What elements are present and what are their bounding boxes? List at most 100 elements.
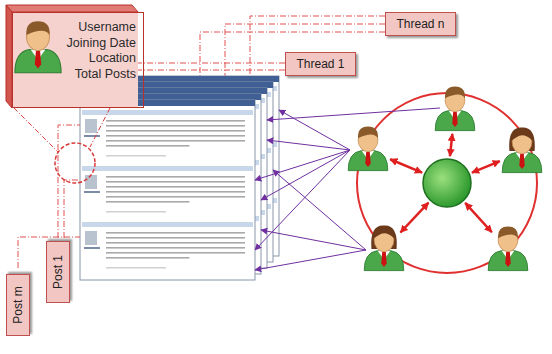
user-body (15, 50, 61, 73)
callout-front-face (12, 12, 138, 108)
post-user-bar (84, 191, 100, 193)
user-head (512, 130, 532, 153)
user-tie (381, 252, 386, 267)
leader-line (200, 32, 385, 76)
thread-label-text: Thread n (396, 17, 445, 31)
user-profile-callout-text: Location (13, 51, 136, 67)
authorship-arrow (267, 140, 350, 150)
thread-label: Thread 1 (285, 52, 356, 76)
user-head (374, 228, 394, 251)
post-user-bar (84, 135, 100, 137)
user-icon (364, 226, 404, 271)
forum-page (80, 100, 255, 280)
post-text-line (106, 237, 245, 239)
zoom-line (90, 108, 110, 147)
post-label-text: Post 1 (51, 252, 65, 292)
post-arrows (255, 108, 440, 270)
post-text-line (106, 196, 245, 198)
post-text-line (106, 247, 245, 249)
page-sheet (80, 100, 255, 280)
authorship-arrow (255, 150, 350, 180)
interaction-arrow (472, 161, 500, 173)
post-text-line (106, 252, 245, 254)
post-avatar (85, 175, 97, 189)
leader-line (250, 16, 385, 76)
post-user-bar (84, 247, 100, 249)
user-profile-callout-text: Joining Date (13, 36, 136, 52)
user-icon (502, 128, 542, 173)
user-hair (26, 21, 49, 35)
user-network (348, 87, 542, 274)
post-footer (106, 211, 166, 213)
post-header (82, 110, 253, 115)
callout-box-art (6, 5, 138, 183)
authorship-arrow (279, 110, 350, 150)
post-text-line (106, 176, 245, 178)
post-text-line (106, 140, 245, 142)
user-tie (365, 152, 370, 167)
authorship-arrow (261, 230, 366, 250)
authorship-arrow (255, 150, 350, 250)
authorship-arrow (267, 108, 440, 120)
interaction-arrow (400, 203, 428, 233)
post-header (82, 166, 253, 171)
user-body (435, 111, 475, 131)
post-text-line (106, 186, 245, 188)
post-text-line (106, 257, 189, 259)
user-body (488, 251, 528, 271)
post-text-line (106, 191, 245, 193)
thread-label-text: Thread 1 (296, 57, 345, 71)
callout-top-face (6, 5, 138, 12)
user-tie (452, 112, 457, 127)
post-header (82, 222, 253, 227)
user-hair (358, 127, 378, 139)
user-icon (15, 21, 61, 72)
interaction-arrow (450, 134, 452, 156)
community-hub (423, 159, 471, 207)
authorship-arrow (255, 250, 366, 270)
user-hair (374, 227, 394, 238)
post-label-text: Post m (11, 285, 25, 325)
user-icon (435, 87, 475, 131)
post-avatar (85, 231, 97, 245)
user-body (348, 151, 388, 171)
user-profile-callout-text: Total Posts (13, 67, 136, 83)
authorship-arrow (273, 170, 366, 250)
post-text-line (106, 181, 245, 183)
interaction-arrow (390, 159, 422, 172)
post-text-line (106, 232, 245, 234)
user-tie (505, 252, 510, 267)
post-text-line (106, 201, 189, 203)
post-text-line (106, 145, 189, 147)
user-hair (498, 227, 518, 239)
user-body (502, 153, 542, 173)
zoom-line (14, 108, 58, 152)
post-text-line (106, 135, 245, 137)
user-hair (512, 129, 532, 140)
post-text-line (106, 130, 245, 132)
user-body (364, 251, 404, 271)
authorship-arrow (261, 150, 350, 200)
user-tie (35, 51, 41, 69)
post-text-line (106, 242, 245, 244)
leader-line (64, 180, 80, 238)
post-footer (106, 155, 166, 157)
interaction-arrow (465, 203, 492, 232)
zoom-circle (55, 143, 95, 183)
post-avatar (85, 119, 97, 133)
post-label: Post m (6, 274, 30, 336)
user-profile-callout: UsernameJoining DateLocationTotal Posts (12, 12, 144, 108)
user-icon (488, 227, 528, 271)
user-profile-callout-text: Username (13, 20, 136, 36)
post-footer (106, 267, 166, 269)
post-text-line (106, 120, 245, 122)
user-hair (445, 87, 465, 99)
post-label: Post 1 (46, 241, 70, 303)
user-tie (519, 154, 524, 169)
community-ring (357, 93, 537, 273)
user-icon (348, 127, 388, 171)
thread-label: Thread n (385, 12, 456, 36)
